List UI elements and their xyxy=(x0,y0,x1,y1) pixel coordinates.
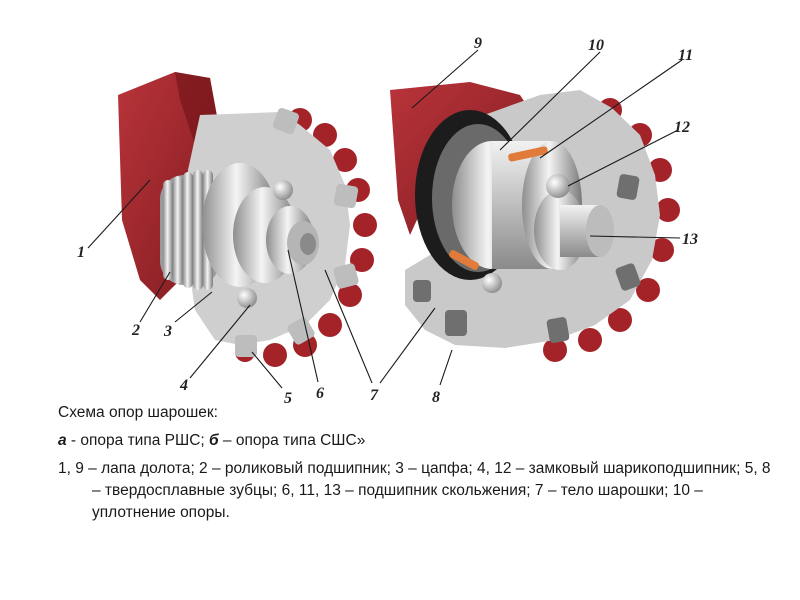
journal-right xyxy=(534,190,614,270)
callout-13: 13 xyxy=(682,231,698,248)
callout-12: 12 xyxy=(674,119,690,136)
callout-10: 10 xyxy=(588,37,604,54)
callout-9: 9 xyxy=(474,35,482,52)
callout-2: 2 xyxy=(131,322,140,339)
caption-sub-b-letter: б xyxy=(209,432,219,449)
assembly-rsh xyxy=(118,72,377,367)
callout-labels: 1 2 3 4 5 6 7 8 9 10 11 12 13 xyxy=(77,35,698,407)
callout-3: 3 xyxy=(163,323,172,340)
caption-sub-b-text: – опора типа СШС» xyxy=(218,432,366,449)
callout-5: 5 xyxy=(284,390,292,407)
figure-caption: Схема опор шарошек: а - опора типа РШС; … xyxy=(58,402,778,524)
leader-lines xyxy=(87,49,683,389)
callout-11: 11 xyxy=(678,47,693,64)
hard-teeth-right xyxy=(413,174,641,343)
assembly-ssh xyxy=(390,82,680,362)
cone-red-teeth-left xyxy=(235,108,377,367)
lock-balls-right xyxy=(482,174,570,293)
caption-title: Схема опор шарошек: xyxy=(58,404,218,421)
lock-balls-left xyxy=(237,180,293,308)
journal-left xyxy=(202,163,319,287)
caption-legend: 1, 9 – лапа долота; 2 – роликовый подшип… xyxy=(58,460,771,521)
caption-sub-a-text: - опора типа РШС; xyxy=(66,432,210,449)
callout-4: 4 xyxy=(179,377,188,394)
callout-7: 7 xyxy=(370,387,379,404)
caption-subtitle: а - опора типа РШС; б – опора типа СШС» xyxy=(58,430,778,452)
callout-6: 6 xyxy=(316,385,324,402)
sliding-bearing-strips xyxy=(449,146,548,270)
caption-sub-a-letter: а xyxy=(58,432,67,449)
callout-8: 8 xyxy=(432,389,440,406)
callout-1: 1 xyxy=(77,244,85,261)
